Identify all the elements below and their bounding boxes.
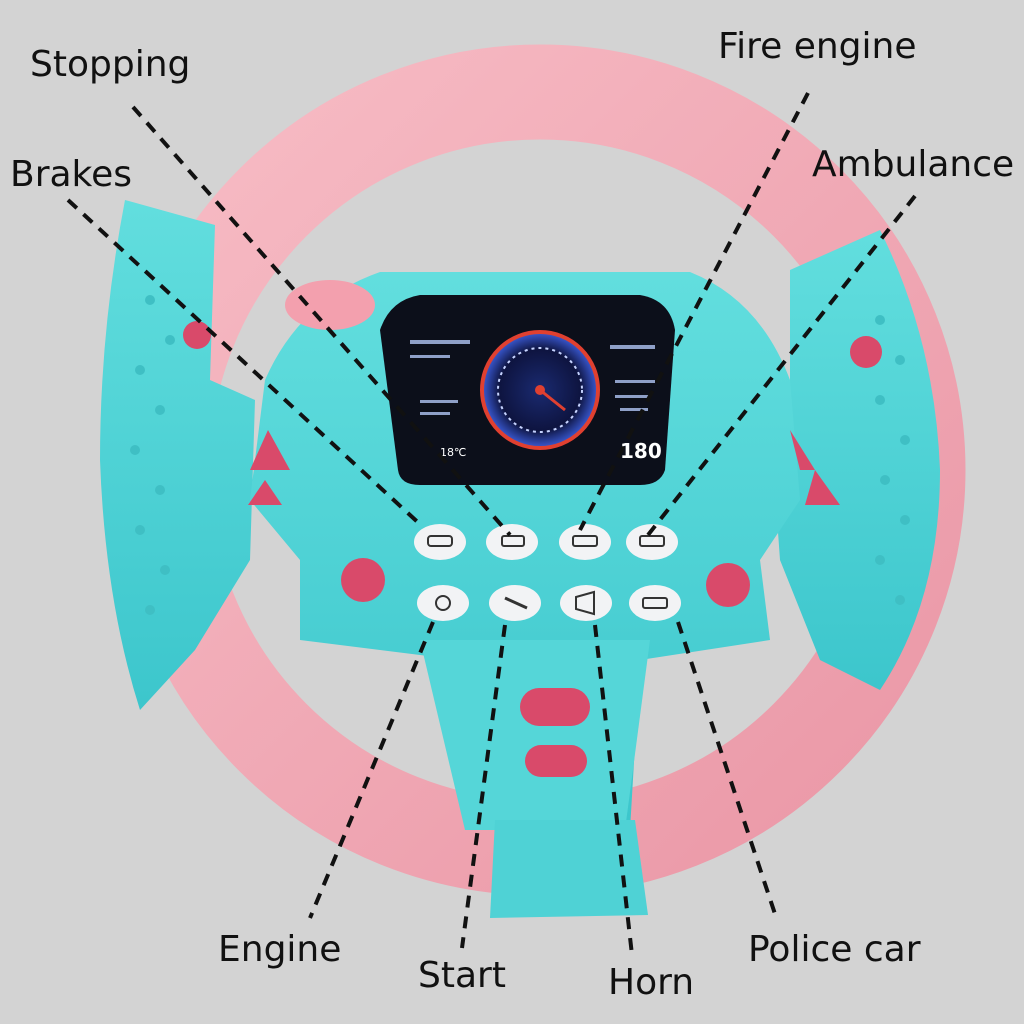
leader-lines [66, 92, 917, 956]
right-grip [770, 230, 940, 690]
right-big-button [706, 563, 750, 607]
ambulance-icon [626, 524, 678, 560]
wheel-stem [420, 640, 650, 830]
fire-engine-label: Fire engine [718, 26, 917, 67]
stopping-label: Stopping [30, 44, 191, 85]
ambulance-leader [646, 194, 917, 537]
horn-leader [593, 624, 634, 956]
key-icon [489, 585, 541, 621]
speed-readout: 180 [620, 439, 662, 463]
engine-icon [417, 585, 469, 621]
police-car-leader [676, 621, 779, 921]
horn-icon [560, 585, 612, 621]
right-triangle-light-2 [805, 470, 840, 505]
left-triangle-light [250, 430, 290, 470]
police-car-label: Police car [748, 929, 921, 970]
left-red-button [183, 321, 211, 349]
brakes-label: Brakes [10, 154, 133, 195]
fire-engine-leader [578, 92, 810, 531]
start-label: Start [418, 955, 506, 996]
lower-band [490, 820, 648, 918]
police-car-icon [629, 585, 681, 621]
brakes-leader [66, 198, 425, 529]
fire-engine-icon [559, 524, 611, 560]
left-triangle-light-2 [248, 480, 282, 505]
sound-buttons [414, 524, 681, 621]
ambulance-label: Ambulance [812, 144, 1015, 185]
left-big-button [341, 558, 385, 602]
top-knob [285, 280, 375, 330]
left-grip [100, 200, 255, 710]
stem-button-top [520, 688, 590, 726]
bulldozer-icon [486, 524, 538, 560]
stopping-leader [131, 105, 512, 537]
stem-button-bottom [525, 745, 587, 777]
engine-label: Engine [218, 929, 342, 970]
right-triangle-light [790, 430, 815, 470]
right-red-button [850, 336, 882, 368]
car-icon [414, 524, 466, 560]
temperature-readout: 18℃ [440, 446, 466, 459]
horn-label: Horn [608, 962, 695, 1003]
engine-leader [308, 621, 435, 919]
grip-texture-dots [130, 295, 910, 615]
